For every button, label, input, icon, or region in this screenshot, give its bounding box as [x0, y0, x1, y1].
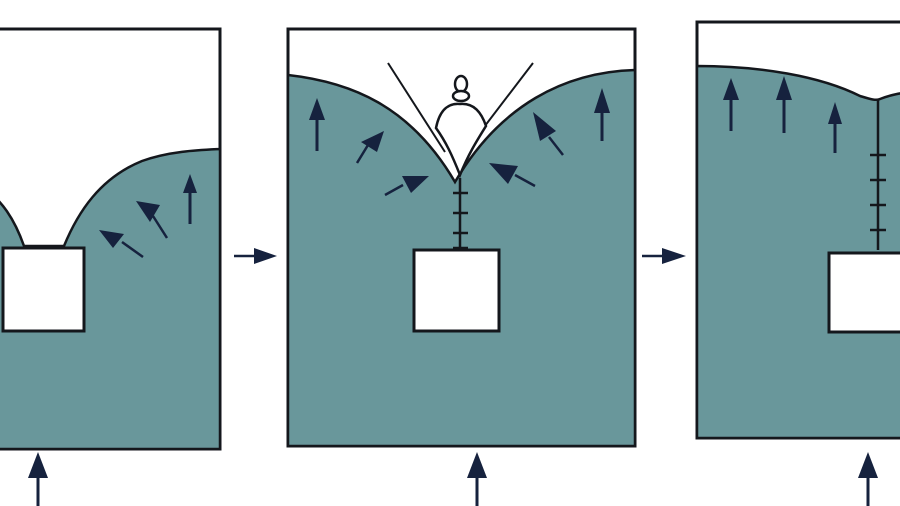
- stage-3-panel: [697, 22, 900, 438]
- right-arrow-icon: [234, 248, 277, 264]
- white-block: [414, 250, 499, 331]
- bottom-load-arrow-icon: [467, 452, 487, 506]
- white-block: [3, 248, 84, 331]
- bottom-load-arrow-icon: [858, 452, 878, 506]
- stage-1-panel: [0, 29, 220, 449]
- white-block: [829, 253, 900, 332]
- bottom-load-arrow-icon: [28, 452, 48, 506]
- right-arrow-icon: [642, 248, 686, 264]
- bubble: [455, 76, 467, 92]
- bubble: [453, 91, 469, 101]
- stage-2-panel: [288, 29, 635, 446]
